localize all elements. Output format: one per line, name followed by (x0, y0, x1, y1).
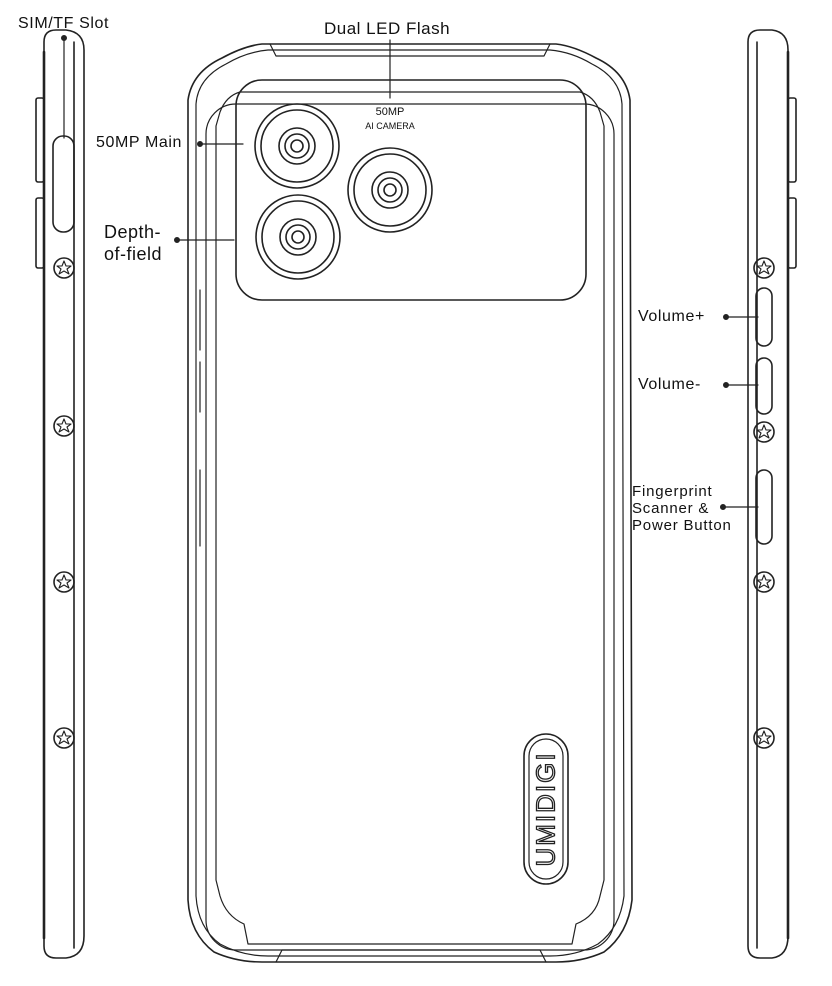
main-camera-label: 50MP Main (96, 134, 183, 151)
ai-camera-lens (347, 147, 433, 233)
back-outer-shell (187, 43, 633, 963)
camera-resolution-text: 50MP (375, 106, 405, 118)
screw-icon (53, 727, 75, 749)
left-side-button-lower (35, 197, 45, 269)
right-side-button-lower (787, 197, 797, 269)
depth-camera-lens (255, 194, 341, 280)
left-frame-outer (43, 29, 85, 959)
brand-logo: UMIDIGI (530, 751, 561, 867)
volume-up-label: Volume+ (638, 308, 705, 325)
back-view (174, 39, 633, 963)
back-plate (215, 91, 605, 945)
right-side-button-upper (787, 97, 797, 183)
screw-icon (753, 727, 775, 749)
right-frame-outer (747, 29, 789, 959)
sim-tf-slot (52, 135, 75, 233)
brand-badge (523, 733, 569, 885)
right-side-view (719, 29, 797, 959)
ai-camera-text: AI CAMERA (365, 121, 415, 131)
depth-label-line1: Depth- (104, 222, 162, 242)
screw-icon (53, 257, 75, 279)
left-side-button-upper (35, 97, 45, 183)
depth-label-line2: of-field (104, 244, 163, 264)
left-side-view (35, 29, 85, 959)
sim-tf-slot-label: SIM/TF Slot (18, 15, 110, 32)
volume-down-label: Volume- (638, 376, 701, 393)
dual-led-flash-label: Dual LED Flash (324, 19, 451, 38)
fingerprint-label-line2: Scanner & (632, 500, 710, 517)
camera-module (235, 79, 587, 301)
fingerprint-label-line1: Fingerprint (632, 483, 713, 500)
fingerprint-label-line3: Power Button (632, 517, 732, 534)
volume-down-button (755, 357, 773, 415)
screw-icon (753, 421, 775, 443)
screw-icon (753, 257, 775, 279)
main-camera-lens (254, 103, 340, 189)
screw-icon (53, 415, 75, 437)
screw-icon (53, 571, 75, 593)
screw-icon (753, 571, 775, 593)
